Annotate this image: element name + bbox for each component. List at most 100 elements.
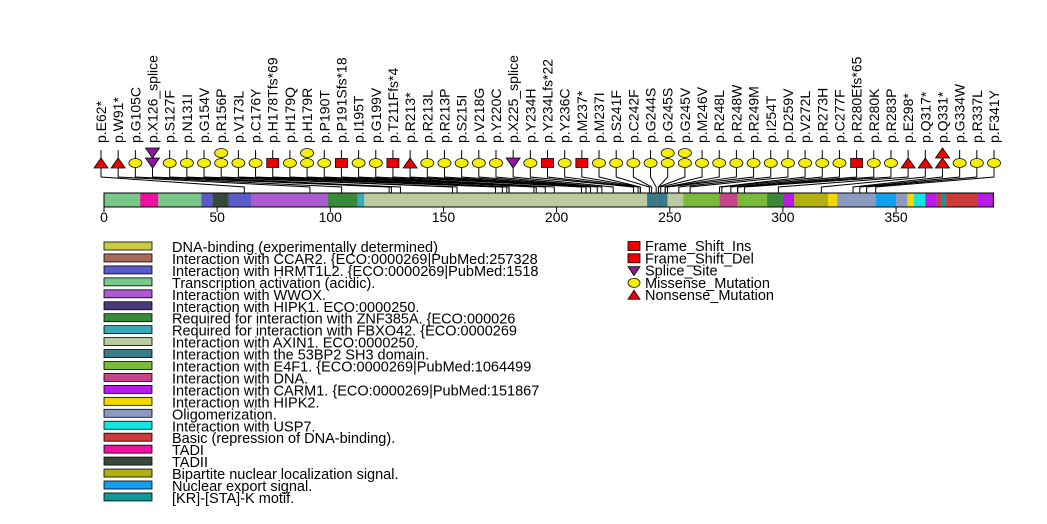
missense-marker	[162, 158, 177, 168]
domain-segment	[896, 193, 908, 207]
frameshift-marker	[541, 158, 554, 168]
missense-marker	[368, 158, 383, 168]
mutation-connector	[117, 150, 311, 193]
domain-segment	[364, 193, 648, 207]
mutation-label: p.V173L	[230, 91, 246, 143]
splice-site-marker	[505, 157, 521, 169]
legend-label: DNA-binding (experimentally determined)	[172, 240, 438, 256]
nonsense-marker	[917, 157, 934, 169]
legend-label: Required for interaction with ZNF385A. {…	[172, 312, 515, 328]
missense-marker	[763, 158, 778, 168]
mutation-legend-label: Nonsense_Mutation	[645, 288, 774, 304]
domain-segment	[794, 193, 820, 207]
domain-segment	[667, 193, 684, 207]
mutation-label: p.X126_splice	[145, 55, 161, 143]
legend-swatch	[103, 349, 153, 358]
nonsense-marker	[900, 157, 916, 169]
legend-swatch	[103, 325, 153, 335]
missense-marker	[523, 158, 538, 168]
mutation-legend-label: Frame_Shift_Del	[645, 251, 754, 267]
legend-label: Basic (repression of DNA-binding).	[172, 431, 395, 447]
missense-marker	[660, 158, 675, 168]
legend-swatch	[103, 492, 153, 502]
mutation-label: p.V272L	[797, 91, 813, 143]
mutation-label: p.V218G	[471, 88, 487, 143]
legend-splice-icon	[627, 266, 641, 277]
connector-lines	[100, 150, 995, 193]
domain-segment	[914, 193, 926, 207]
mutation-connector	[777, 150, 909, 193]
legend-label: Transcription activation (acidic).	[172, 276, 375, 292]
domain-segment	[941, 193, 946, 207]
legend-nonsense-icon	[627, 289, 641, 300]
legend-swatch	[103, 241, 153, 251]
mutation-label: p.R273H	[814, 88, 830, 143]
domain-segment	[683, 193, 720, 207]
mutation-label: p.R283P	[883, 89, 899, 143]
missense-marker	[952, 158, 967, 168]
domain-segment	[251, 193, 329, 207]
domain-segment	[925, 193, 937, 207]
legend-label: Interaction with DNA.	[172, 371, 308, 387]
domain-segment	[228, 193, 243, 207]
missense-marker	[471, 158, 486, 168]
legend-swatch	[103, 373, 153, 382]
legend-label: Oligomerization.	[172, 407, 277, 423]
axis-tick-label: 50	[209, 209, 225, 225]
legend-frameshift-icon	[627, 253, 641, 264]
mutation-label: p.P191Sfs*18	[333, 57, 349, 143]
missense-marker	[626, 158, 641, 168]
mutation-label: p.S127F	[162, 90, 178, 143]
domain-segment	[158, 193, 202, 207]
missense-marker	[489, 158, 503, 168]
domain-segment	[719, 193, 738, 207]
axis-tick-label: 300	[771, 209, 795, 225]
mutation-label: p.M246V	[694, 86, 710, 143]
domain-segment	[140, 193, 159, 207]
domain-segment	[936, 193, 942, 207]
mutation-label: p.R213*	[402, 92, 418, 143]
axis-tick-label: 200	[545, 209, 569, 225]
domain-legend: DNA-binding (experimentally determined)I…	[103, 240, 539, 507]
mutation-label: p.H178Tfs*69	[265, 57, 281, 143]
legend-swatch	[103, 468, 153, 478]
mutation-label: p.E298*	[900, 93, 916, 143]
legend-label: TADI	[172, 443, 204, 459]
legend-label: Interaction with HIPK2.	[172, 395, 320, 411]
mutation-label: p.I195T	[351, 95, 367, 143]
mutation-label: p.R156P	[213, 89, 229, 143]
mutation-label: p.C277F	[831, 89, 847, 143]
protein-domain-bar	[103, 192, 994, 208]
mutation-label: p.R337L	[969, 90, 985, 143]
mutation-label: p.R249M	[746, 86, 762, 143]
missense-marker	[420, 158, 435, 168]
mutation-label: p.D259V	[780, 88, 796, 143]
domain-segment	[819, 193, 829, 207]
mutation-label: p.X225_splice	[505, 55, 521, 143]
legend-swatch	[103, 480, 153, 490]
domain-segment	[212, 193, 229, 207]
legend-swatch	[103, 420, 153, 430]
legend-label: Required for interaction with FBXO42. {E…	[172, 324, 517, 340]
domain-segment	[201, 193, 213, 207]
axis-tick-label: 100	[319, 209, 343, 225]
mutation-label: p.Y220C	[488, 89, 504, 143]
missense-marker	[454, 158, 469, 168]
missense-marker	[557, 158, 572, 168]
domain-segment	[828, 193, 838, 207]
mutation-label: p.Y234Lfs*22	[540, 59, 556, 143]
mutation-label: p.Q317*	[917, 91, 933, 143]
mutation-label: p.S215I	[454, 95, 470, 143]
legend-label: Interaction with CCAR2. {ECO:0000269|Pub…	[172, 252, 538, 268]
legend-swatch	[103, 384, 153, 394]
nonsense-marker	[934, 147, 951, 159]
legend-swatch	[103, 444, 153, 454]
legend-label: Interaction with AXIN1. ECO:0000250.	[172, 336, 419, 352]
mutation-label: p.C242F	[625, 89, 641, 143]
legend-label: Interaction with HIPK1. ECO:0000250.	[172, 300, 419, 316]
domain-segment	[907, 193, 915, 207]
missense-marker	[884, 158, 898, 168]
missense-marker	[729, 158, 744, 168]
axis-tick-label: 350	[884, 209, 908, 225]
